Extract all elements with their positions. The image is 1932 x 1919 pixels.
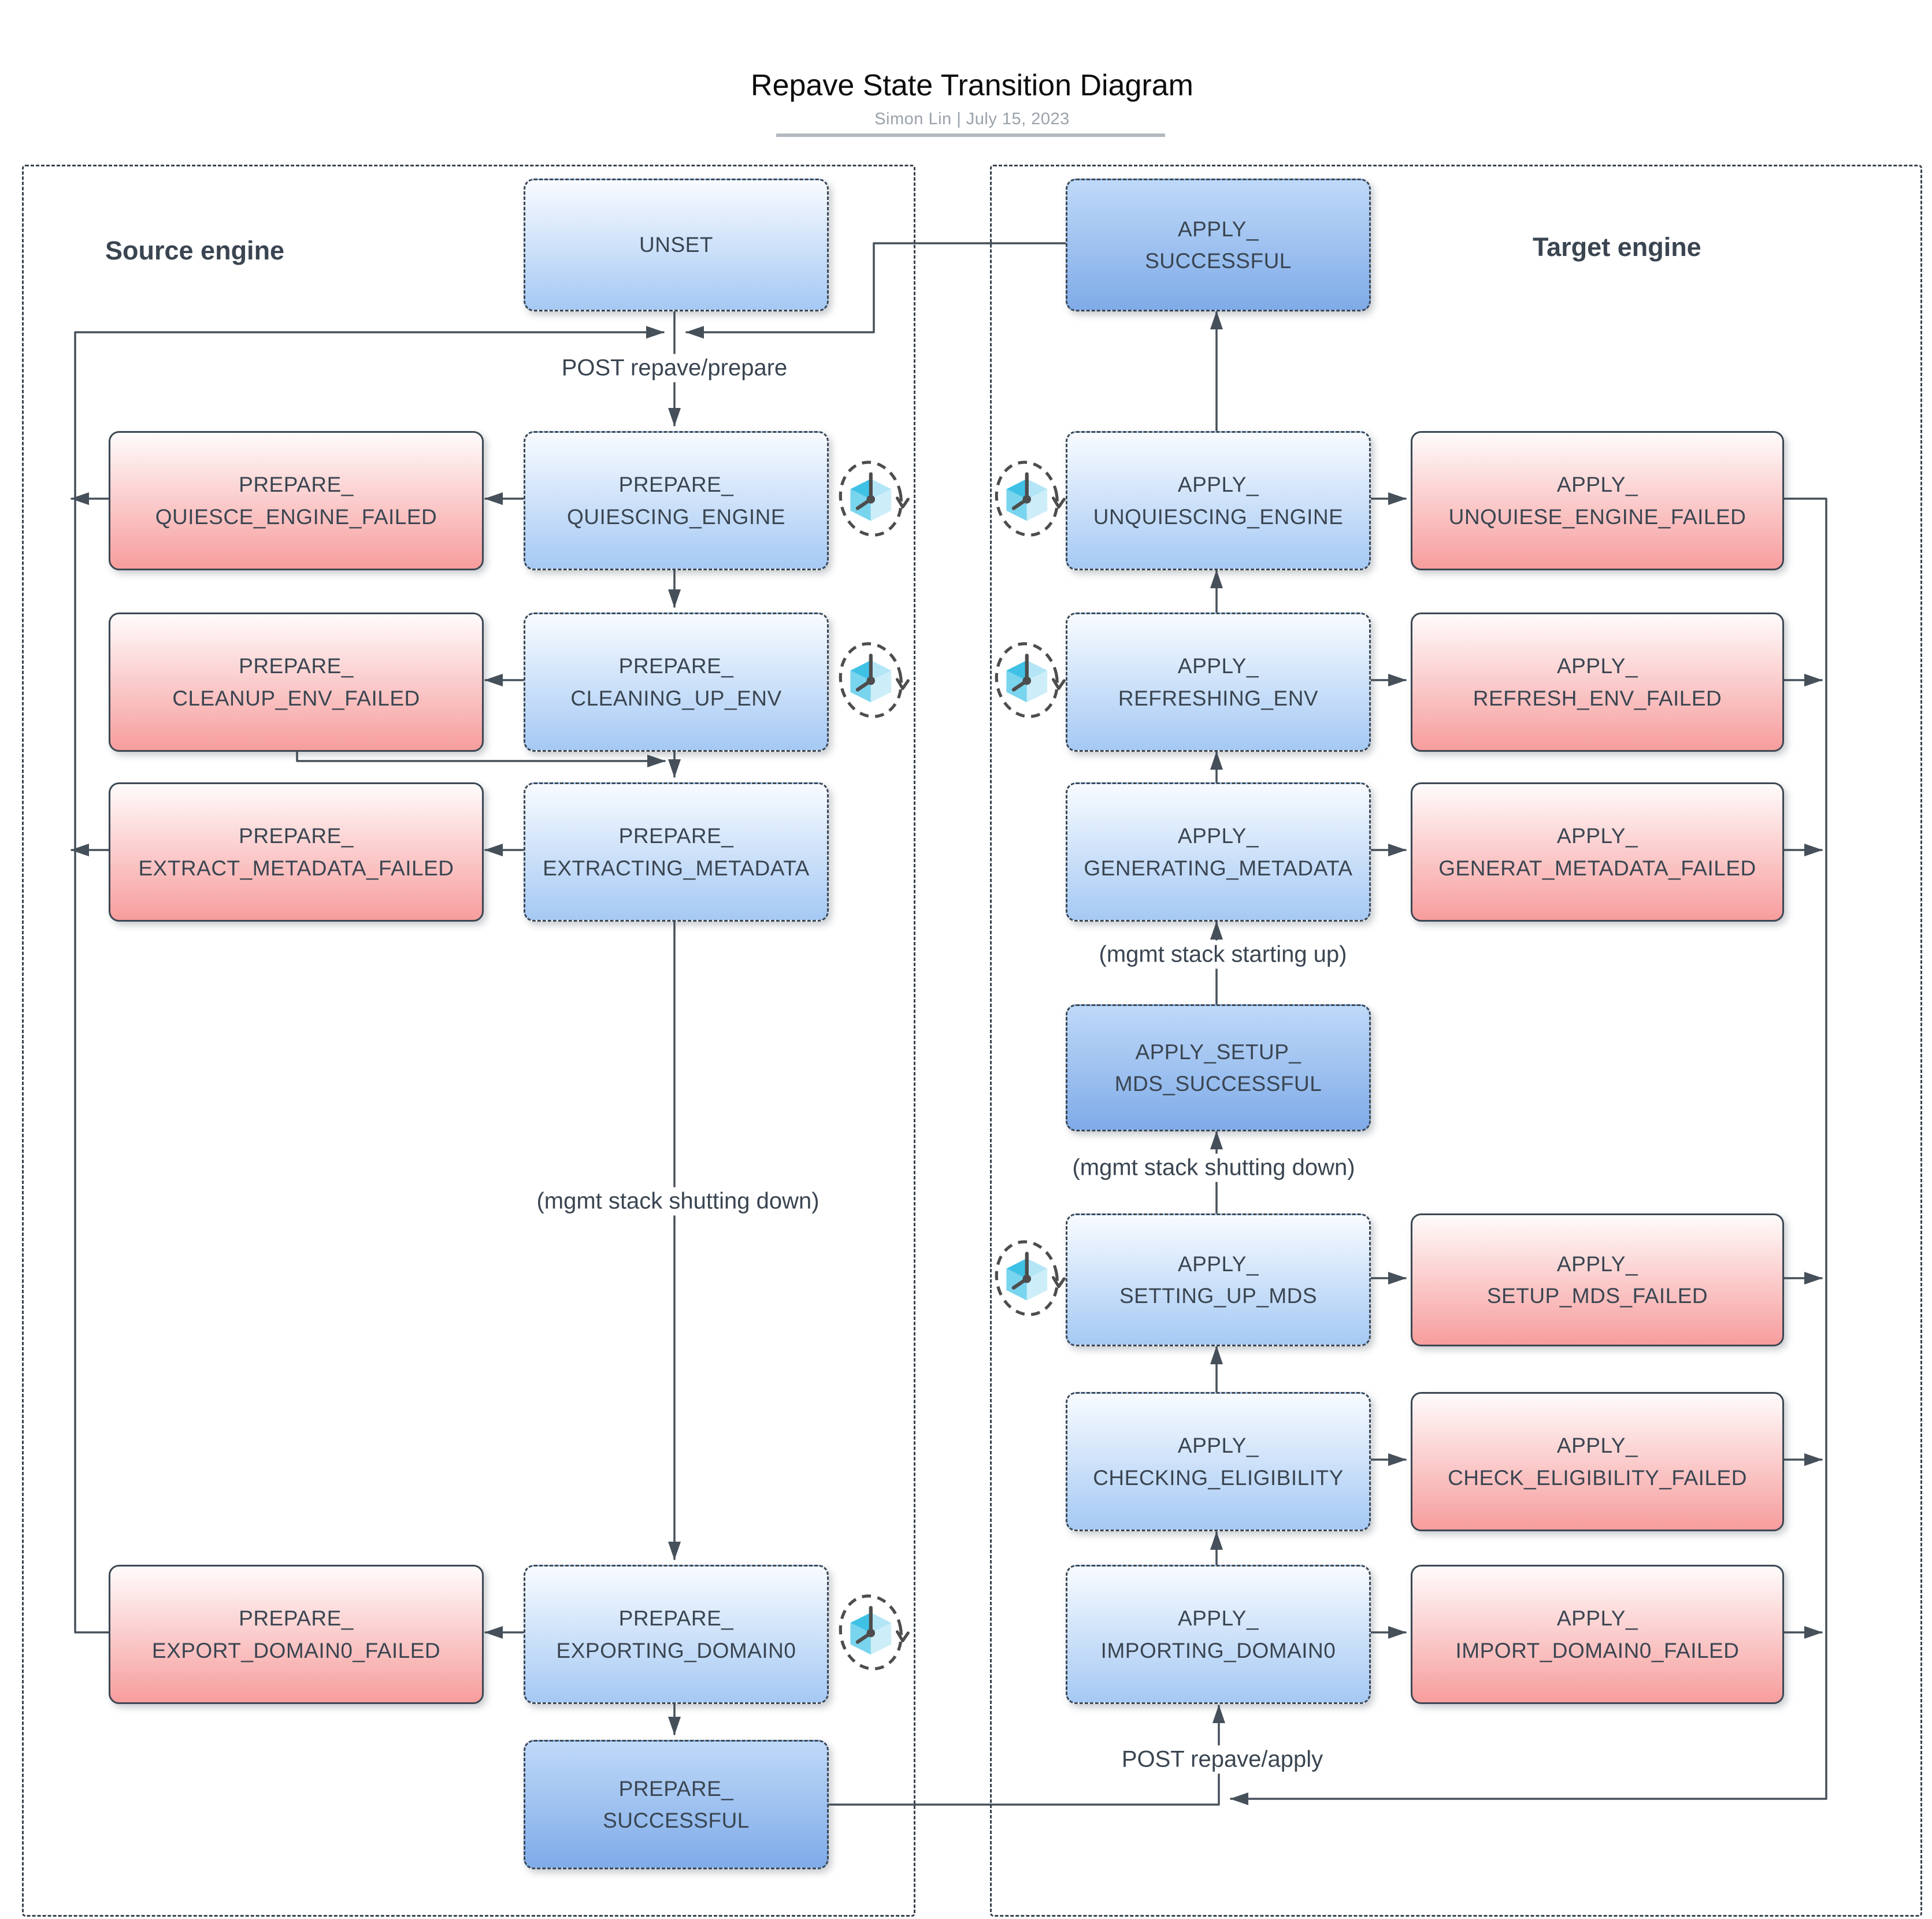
state-prepare-quiescing-engine: PREPARE_ QUIESCING_ENGINE <box>524 431 829 570</box>
state-apply-refreshing-env: APPLY_ REFRESHING_ENV <box>1066 613 1371 752</box>
source-engine-panel <box>22 165 915 1917</box>
state-apply-unquiescing-engine: APPLY_ UNQUIESCING_ENGINE <box>1066 431 1371 570</box>
state-apply-setup-mds-successful: APPLY_SETUP_ MDS_SUCCESSFUL <box>1066 1004 1371 1131</box>
state-prepare-cleaning-up-env: PREPARE_ CLEANING_UP_ENV <box>524 613 829 752</box>
source-engine-label: Source engine <box>105 236 285 265</box>
page-title: Repave State Transition Diagram <box>751 69 1193 102</box>
state-prepare-exporting-domain0: PREPARE_ EXPORTING_DOMAIN0 <box>524 1565 829 1704</box>
cube-clock-icon <box>835 454 913 544</box>
byline: Simon Lin | July 15, 2023 <box>874 110 1070 128</box>
cube-clock-icon <box>835 1587 913 1677</box>
target-engine-label: Target engine <box>1533 232 1701 262</box>
state-apply-checking-eligibility: APPLY_ CHECKING_ELIGIBILITY <box>1066 1392 1371 1531</box>
state-prepare-successful: PREPARE_ SUCCESSFUL <box>524 1740 829 1869</box>
target-engine-panel <box>990 165 1922 1917</box>
state-apply-successful: APPLY_ SUCCESSFUL <box>1066 179 1371 311</box>
state-prepare-quiesce-engine-failed: PREPARE_ QUIESCE_ENGINE_FAILED <box>109 431 484 570</box>
edge-label-post-repave-prepare: POST repave/prepare <box>555 354 793 383</box>
state-apply-unquiese-engine-failed: APPLY_ UNQUIESE_ENGINE_FAILED <box>1411 431 1784 570</box>
state-apply-generat-metadata-failed: APPLY_ GENERAT_METADATA_FAILED <box>1411 782 1784 922</box>
edge-label-mgmt-stack-shutting-down-source: (mgmt stack shutting down) <box>531 1187 825 1216</box>
edge-label-mgmt-stack-starting-up: (mgmt stack starting up) <box>1093 940 1353 969</box>
state-prepare-extract-metadata-failed: PREPARE_ EXTRACT_METADATA_FAILED <box>109 782 484 922</box>
state-apply-setting-up-mds: APPLY_ SETTING_UP_MDS <box>1066 1213 1371 1346</box>
byline-divider <box>776 133 1165 137</box>
cube-clock-icon <box>991 635 1069 725</box>
state-prepare-extracting-metadata: PREPARE_ EXTRACTING_METADATA <box>524 782 829 922</box>
state-prepare-export-domain0-failed: PREPARE_ EXPORT_DOMAIN0_FAILED <box>109 1565 484 1704</box>
state-apply-importing-domain0: APPLY_ IMPORTING_DOMAIN0 <box>1066 1565 1371 1704</box>
state-prepare-cleanup-env-failed: PREPARE_ CLEANUP_ENV_FAILED <box>109 613 484 752</box>
state-unset: UNSET <box>524 179 829 311</box>
cube-clock-icon <box>991 1233 1069 1323</box>
state-apply-import-domain0-failed: APPLY_ IMPORT_DOMAIN0_FAILED <box>1411 1565 1784 1704</box>
cube-clock-icon <box>991 454 1069 544</box>
state-apply-generating-metadata: APPLY_ GENERATING_METADATA <box>1066 782 1371 922</box>
state-apply-check-eligibility-failed: APPLY_ CHECK_ELIGIBILITY_FAILED <box>1411 1392 1784 1531</box>
state-apply-setup-mds-failed: APPLY_ SETUP_MDS_FAILED <box>1411 1213 1784 1346</box>
edge-label-post-repave-apply: POST repave/apply <box>1115 1745 1329 1774</box>
cube-clock-icon <box>835 635 913 725</box>
state-apply-refresh-env-failed: APPLY_ REFRESH_ENV_FAILED <box>1411 613 1784 752</box>
edge-label-mgmt-stack-shutting-down-target: (mgmt stack shutting down) <box>1066 1153 1361 1182</box>
